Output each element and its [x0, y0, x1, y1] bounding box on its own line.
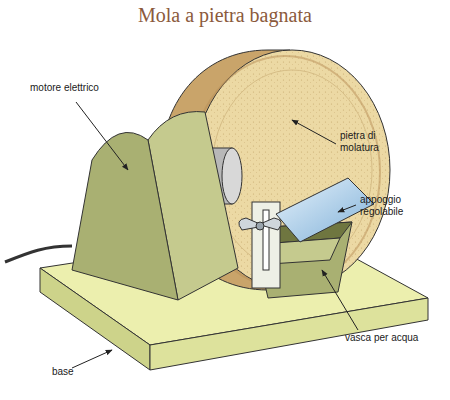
- diagram-title: Mola a pietra bagnata: [138, 4, 312, 27]
- power-cable: [5, 246, 72, 262]
- part-label: pietra di molatura: [340, 130, 404, 154]
- part-label: vasca per acqua: [345, 332, 418, 344]
- leader-lines: [72, 102, 358, 368]
- motor-housing: [72, 112, 238, 300]
- adjustable-rest: [239, 178, 374, 288]
- part-label: appoggio regolabile: [360, 194, 430, 218]
- part-label: base: [52, 366, 74, 378]
- part-label: motore elettrico: [30, 82, 99, 94]
